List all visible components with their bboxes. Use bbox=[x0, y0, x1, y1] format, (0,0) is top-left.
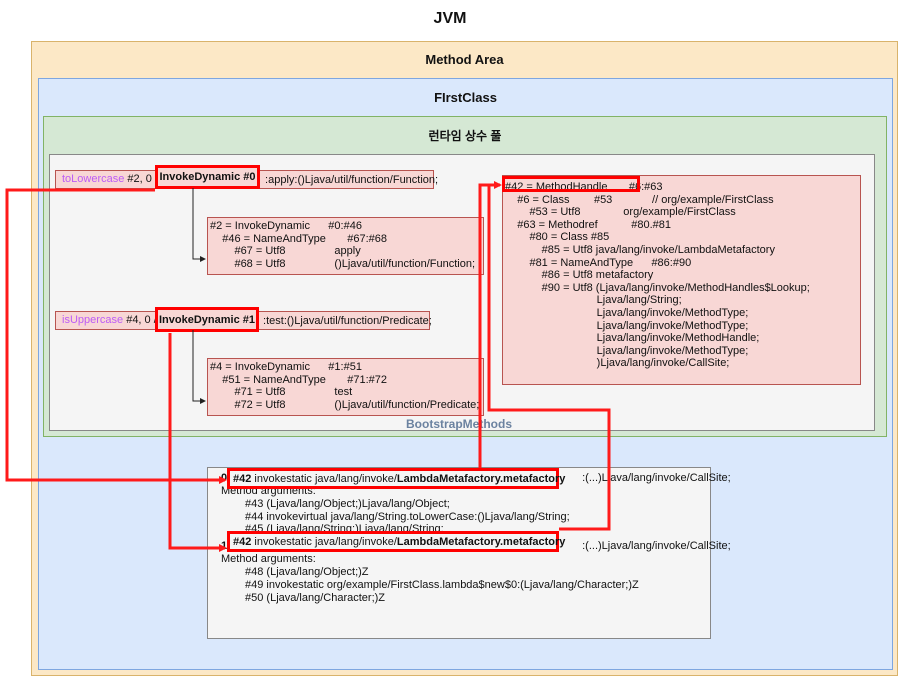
tolowercase-signature: :apply:()Ljava/util/function/Function; bbox=[262, 174, 439, 186]
runtime-constant-pool-title: 런타임 상수 풀 bbox=[428, 129, 502, 143]
mh-line: #63 = Methodref #80.#81 bbox=[505, 218, 672, 231]
bsm-entry-1-tail: :(...)Ljava/lang/invoke/CallSite; bbox=[582, 540, 731, 553]
bsm-arg: #43 (Ljava/lang/Object;)Ljava/lang/Objec… bbox=[245, 497, 450, 510]
bootstrap-methods-title: BootstrapMethods bbox=[406, 417, 512, 431]
diagram-title: JVM bbox=[433, 10, 467, 27]
bsm-entry-0-call: invokestatic java/lang/invoke/ bbox=[251, 472, 397, 485]
method-handle-highlight bbox=[502, 176, 640, 192]
bsm-entry-1-args-label: Method arguments: bbox=[221, 553, 316, 566]
bsm-arg: #48 (Ljava/lang/Object;)Z bbox=[245, 566, 369, 579]
bsm-entry-0-tail: :(...)Ljava/lang/invoke/CallSite; bbox=[582, 472, 731, 484]
detail-line: #72 = Utf8 ()Ljava/util/function/Predica… bbox=[210, 398, 480, 411]
bsm-arg: #49 invokestatic org/example/FirstClass.… bbox=[245, 578, 639, 591]
isuppercase-refs: #4, 0 bbox=[123, 314, 151, 327]
mh-line: #85 = Utf8 java/lang/invoke/LambdaMetafa… bbox=[505, 243, 775, 256]
tolowercase-refs: #2, 0 bbox=[124, 173, 152, 186]
bsm-entry-1-call: invokestatic java/lang/invoke/ bbox=[251, 535, 397, 548]
arrow-bsm1-to-methodhandle bbox=[487, 185, 611, 531]
mh-line: #80 = Class #85 bbox=[505, 231, 610, 244]
detail-line: #51 = NameAndType #71:#72 bbox=[210, 373, 388, 386]
bsm-entry-1-metafactory: LambdaMetafactory.metafactory bbox=[396, 535, 566, 548]
invokedynamic-1-highlight: InvokeDynamic #1 bbox=[155, 307, 259, 332]
arrow-bsm0-to-methodhandle bbox=[478, 181, 502, 468]
isuppercase-indy-detail: #4 = InvokeDynamic #1:#51 #51 = NameAndT… bbox=[207, 358, 484, 416]
bsm-entry-0-ref: #42 bbox=[233, 472, 252, 485]
detail-line: #46 = NameAndType #67:#68 bbox=[210, 232, 388, 245]
bsm-entry-1-call-highlight: #42 invokestatic java/lang/invoke/Lambda… bbox=[227, 531, 565, 552]
bsm-arg: #45 (Ljava/lang/String;)Ljava/lang/Strin… bbox=[245, 523, 444, 533]
tolowercase-indy-detail: #2 = InvokeDynamic #0:#46 #46 = NameAndT… bbox=[207, 217, 484, 275]
detail-line: #2 = InvokeDynamic #0:#46 bbox=[210, 220, 362, 232]
mh-line: #86 = Utf8 metafactory bbox=[505, 269, 654, 282]
mh-line: #53 = Utf8 org/example/FirstClass bbox=[505, 206, 736, 219]
connector-lower-detail bbox=[192, 188, 206, 262]
method-handle-box: #42 = MethodHandle #6:#63 #6 = Class #53… bbox=[502, 175, 861, 385]
detail-line: #68 = Utf8 ()Ljava/util/function/Functio… bbox=[210, 257, 476, 270]
bsm-entry-1-ref: #42 bbox=[233, 535, 252, 548]
detail-line: #4 = InvokeDynamic #1:#51 bbox=[210, 361, 362, 373]
isuppercase-method-name: isUppercase bbox=[62, 314, 124, 327]
mh-line: Ljava/lang/invoke/MethodType; bbox=[505, 306, 749, 319]
isuppercase-signature: :test:()Ljava/util/function/Predicate; bbox=[260, 315, 432, 327]
arrow-indy0-to-bsm0 bbox=[5, 188, 227, 484]
bsm-arg: #44 invokevirtual java/lang/String.toLow… bbox=[245, 510, 570, 523]
mh-line: )Ljava/lang/invoke/CallSite; bbox=[505, 357, 730, 370]
method-area-title: Method Area bbox=[425, 52, 504, 67]
bsm-arg: #50 (Ljava/lang/Character;)Z bbox=[245, 591, 386, 604]
bsm-entry-0-call-highlight: #42 invokestatic java/lang/invoke/Lambda… bbox=[227, 468, 565, 489]
invokedynamic-0-highlight: InvokeDynamic #0 bbox=[155, 165, 260, 189]
mh-line: #81 = NameAndType #86:#90 bbox=[505, 256, 692, 269]
detail-line: #67 = Utf8 apply bbox=[210, 245, 361, 258]
arrow-indy1-to-bsm1 bbox=[168, 333, 227, 552]
detail-line: #71 = Utf8 test bbox=[210, 386, 353, 399]
invokedynamic-1-label: InvokeDynamic #1 bbox=[159, 313, 255, 326]
connector-upper-detail bbox=[192, 330, 206, 404]
mh-line: Ljava/lang/invoke/MethodType; bbox=[505, 319, 749, 332]
mh-line: #6 = Class #53 // org/example/FirstClass bbox=[505, 193, 774, 206]
mh-line: Ljava/lang/invoke/MethodHandle; bbox=[505, 332, 760, 345]
tolowercase-method-name: toLowercase bbox=[62, 173, 125, 186]
mh-line: Ljava/lang/String; bbox=[505, 294, 682, 307]
bootstrap-methods-box: 0:(...)Ljava/lang/invoke/CallSite; Metho… bbox=[207, 467, 731, 639]
bsm-entry-0-metafactory: LambdaMetafactory.metafactory bbox=[396, 472, 566, 485]
mh-line: Ljava/lang/invoke/MethodType; bbox=[505, 344, 749, 357]
first-class-title: FIrstClass bbox=[434, 90, 497, 105]
invokedynamic-0-label: InvokeDynamic #0 bbox=[159, 171, 256, 183]
mh-line: #90 = Utf8 (Ljava/lang/invoke/MethodHand… bbox=[505, 281, 810, 294]
